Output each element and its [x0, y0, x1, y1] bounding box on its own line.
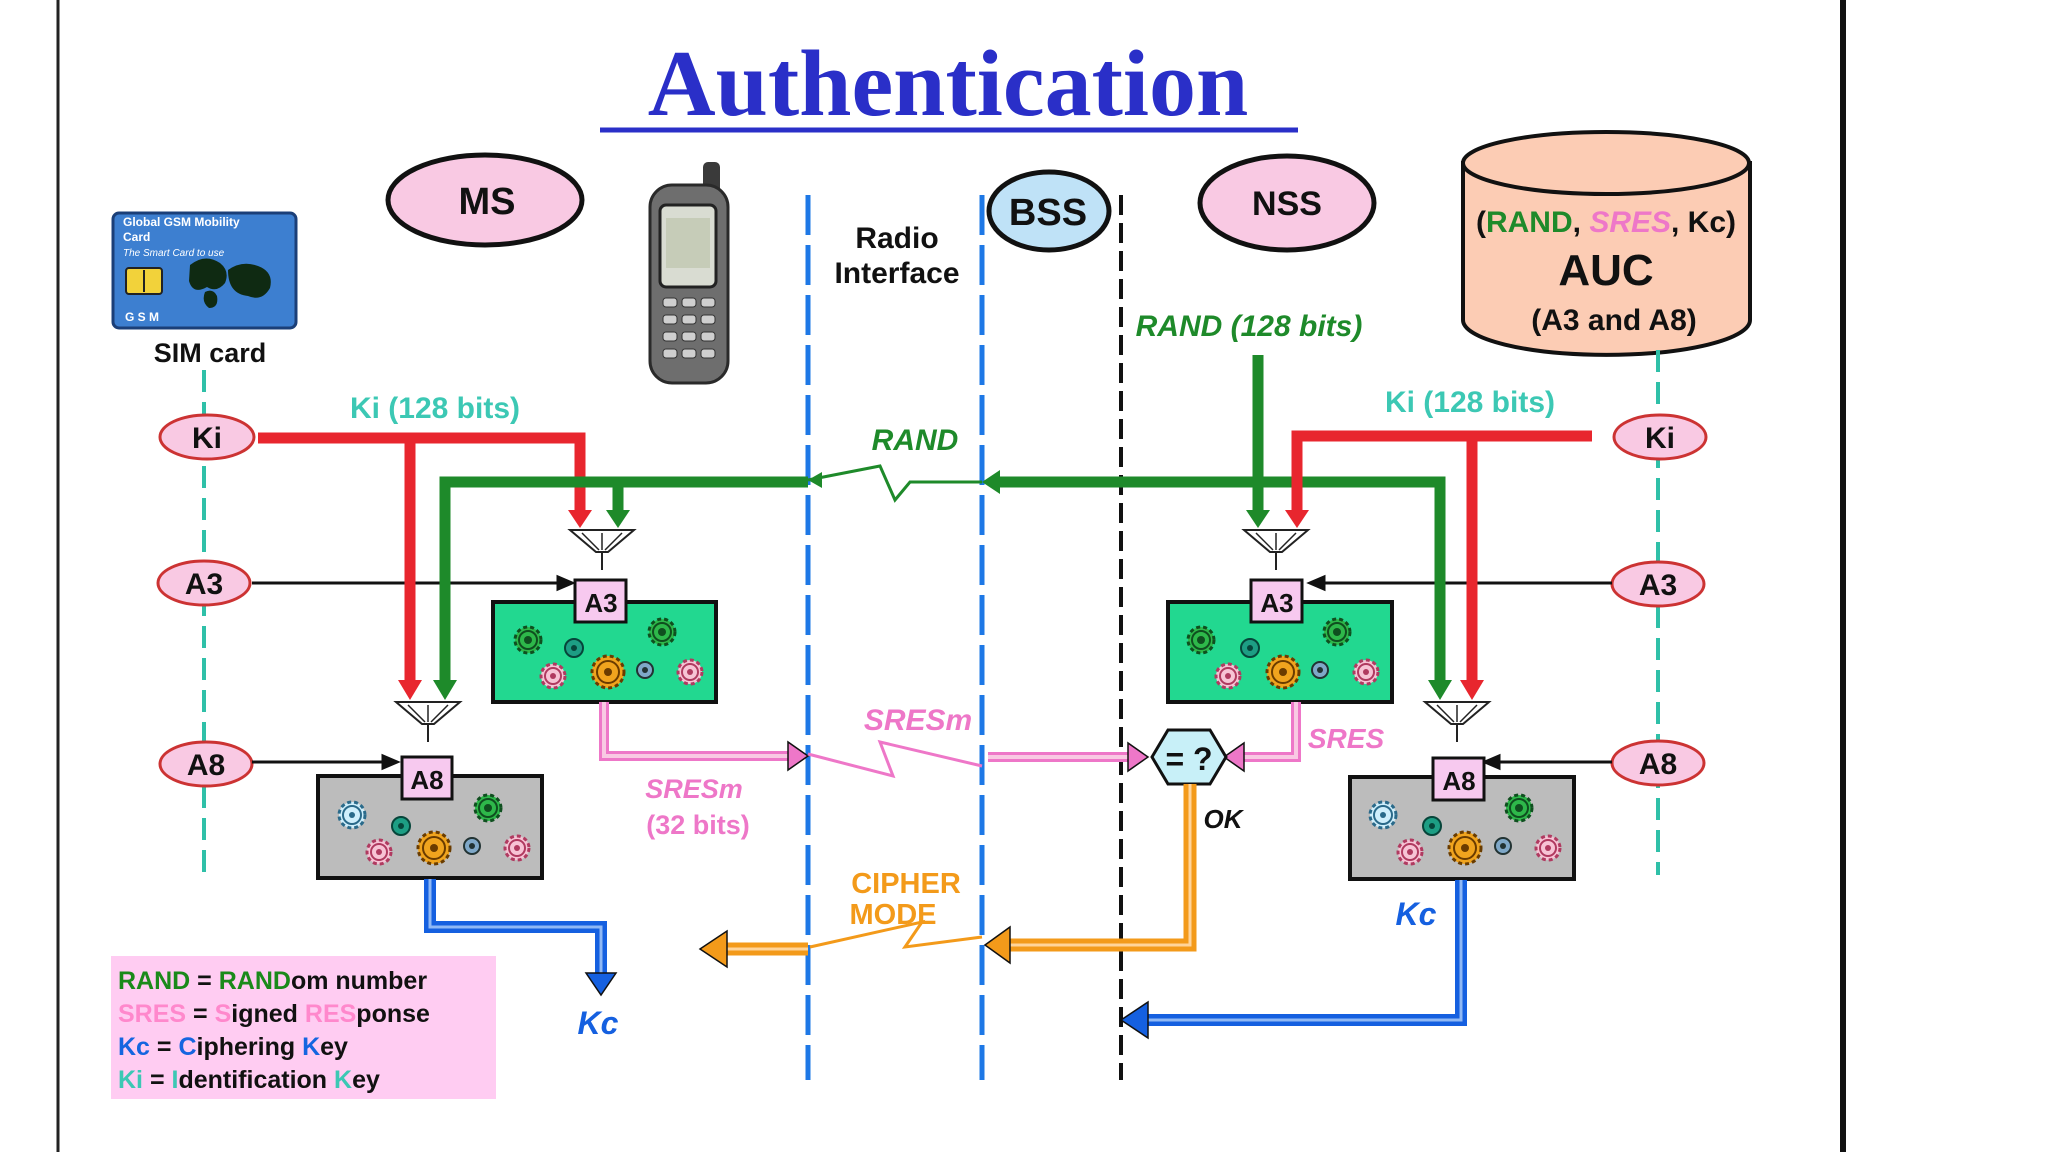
right-a8-label: A8 [1639, 748, 1677, 781]
right-kc-label: Kc [1396, 896, 1437, 932]
legend-ki: Ki = Identification Key [118, 1066, 380, 1094]
nss-oval [1197, 153, 1377, 253]
left-kc-arrow-inner [428, 879, 603, 975]
cipher-mode-lightning [809, 919, 983, 949]
radio-interface-line1: Radio [855, 222, 938, 255]
cipher-mode-line2: MODE [850, 899, 937, 931]
sres-to-compare-arrow [1240, 702, 1301, 762]
svg-text:G S M: G S M [125, 310, 159, 324]
cipher-mode-arrow-nss-inner [1005, 784, 1192, 947]
left-a3-box [573, 578, 628, 624]
rand-arrowhead-to-bss [982, 470, 1000, 494]
left-a8-oval [158, 740, 254, 788]
radio-interface-line2: Interface [834, 257, 959, 290]
auc-database [1461, 130, 1752, 357]
left-ki-label: Ki [192, 422, 222, 455]
right-rand-arrowhead-a8 [1428, 680, 1452, 700]
sres-to-compare-arrow-inner [1240, 702, 1298, 759]
left-ki-arrowhead-a8 [398, 680, 422, 700]
left-a8-funnel [395, 701, 461, 743]
legend-kc: Kc = Ciphering Key [118, 1033, 348, 1061]
compare-label: = ? [1165, 741, 1212, 777]
svg-text:Global GSM Mobility: Global GSM Mobility [123, 215, 240, 229]
right-ki-bits-label: Ki (128 bits) [1385, 386, 1555, 419]
left-kc-arrowhead [584, 972, 618, 997]
right-ki-arrowhead-a3 [1285, 510, 1309, 528]
ms-oval [385, 152, 585, 248]
right-kc-arrow-inner [1145, 880, 1463, 1022]
auc-algos: (A3 and A8) [1531, 304, 1697, 337]
right-a8-box [1431, 756, 1486, 802]
right-a8-funnel [1424, 701, 1490, 743]
left-a8-box [400, 755, 454, 801]
sres-right-label: SRES [1308, 723, 1385, 754]
svg-text:The Smart Card to use: The Smart Card to use [123, 248, 225, 259]
ms-label: MS [459, 181, 516, 223]
sresm-left-label: SRESm [645, 774, 743, 804]
legend-sres: SRES = Signed RESponse [118, 1000, 430, 1028]
cipher-mode-arrowhead-ms [698, 929, 728, 969]
right-ki-label: Ki [1645, 422, 1675, 455]
auc-tuple: (RAND, SRES, Kc) [1476, 206, 1736, 239]
right-rand-arrowhead-a3 [1246, 510, 1270, 528]
ok-label: OK [1204, 804, 1245, 834]
sres-to-compare-arrowhead [1222, 741, 1245, 773]
bss-oval [986, 169, 1112, 253]
sresm-to-compare-arrowhead [1127, 741, 1150, 773]
bss-label: BSS [1009, 192, 1087, 234]
rand-air-arrowhead [808, 472, 822, 488]
left-rand-arrows [439, 476, 808, 682]
left-a3-funnel [569, 529, 635, 571]
left-a8-label: A8 [187, 749, 225, 782]
left-ki-arrowhead-a3 [568, 510, 592, 528]
left-ki-bits-label: Ki (128 bits) [350, 392, 520, 425]
sim-card-image: Global GSM Mobility Card The Smart Card … [111, 211, 298, 330]
nss-label: NSS [1252, 185, 1322, 223]
left-a8-box-label: A8 [410, 765, 443, 795]
cipher-mode-arrow-nss [1005, 784, 1197, 952]
sresm-output-arrow [599, 702, 790, 761]
algorithm-input-arrows [252, 574, 1612, 771]
rand-air-label: RAND [872, 424, 959, 457]
mobile-phone-icon [648, 162, 730, 385]
sresm-output-arrow-inner [602, 702, 790, 758]
right-a3-funnel [1243, 529, 1309, 571]
rand-air-lightning [807, 464, 982, 503]
right-rand-arrows [1000, 355, 1446, 682]
right-a8-box-label: A8 [1442, 766, 1475, 796]
cipher-mode-line1: CIPHER [851, 868, 961, 900]
compare-hexagon [1150, 728, 1228, 786]
cipher-mode-arrowhead-nss [983, 925, 1011, 965]
left-kc-label: Kc [578, 1005, 619, 1041]
left-a3-box-label: A3 [584, 588, 617, 618]
sim-card-caption: SIM card [154, 338, 267, 368]
sresm-bits-label: (32 bits) [646, 810, 750, 840]
legend-rand: RAND = RANDom number [118, 967, 427, 995]
right-a3-label: A3 [1639, 569, 1677, 602]
auc-label: AUC [1558, 246, 1653, 295]
right-ki-arrowhead-a8 [1460, 680, 1484, 700]
left-ki-oval [158, 413, 256, 461]
left-a3-oval [156, 559, 252, 607]
right-rand-bits-label: RAND (128 bits) [1136, 310, 1363, 343]
sresm-air-label: SRESm [864, 704, 972, 737]
left-rand-arrowhead-a3 [606, 510, 630, 528]
left-rand-arrowhead-a8 [433, 680, 457, 700]
svg-text:Card: Card [123, 230, 150, 244]
page-title: Authentication [648, 32, 1249, 136]
right-a3-box-label: A3 [1260, 588, 1293, 618]
sresm-output-arrowhead [787, 740, 810, 772]
right-ki-oval [1612, 413, 1708, 461]
right-kc-arrowhead [1119, 1000, 1149, 1040]
left-a3-label: A3 [185, 568, 223, 601]
legend-box [111, 956, 496, 1099]
right-a3-box [1249, 578, 1304, 624]
sresm-air-lightning [807, 739, 983, 779]
right-ki-arrows [1291, 430, 1592, 682]
